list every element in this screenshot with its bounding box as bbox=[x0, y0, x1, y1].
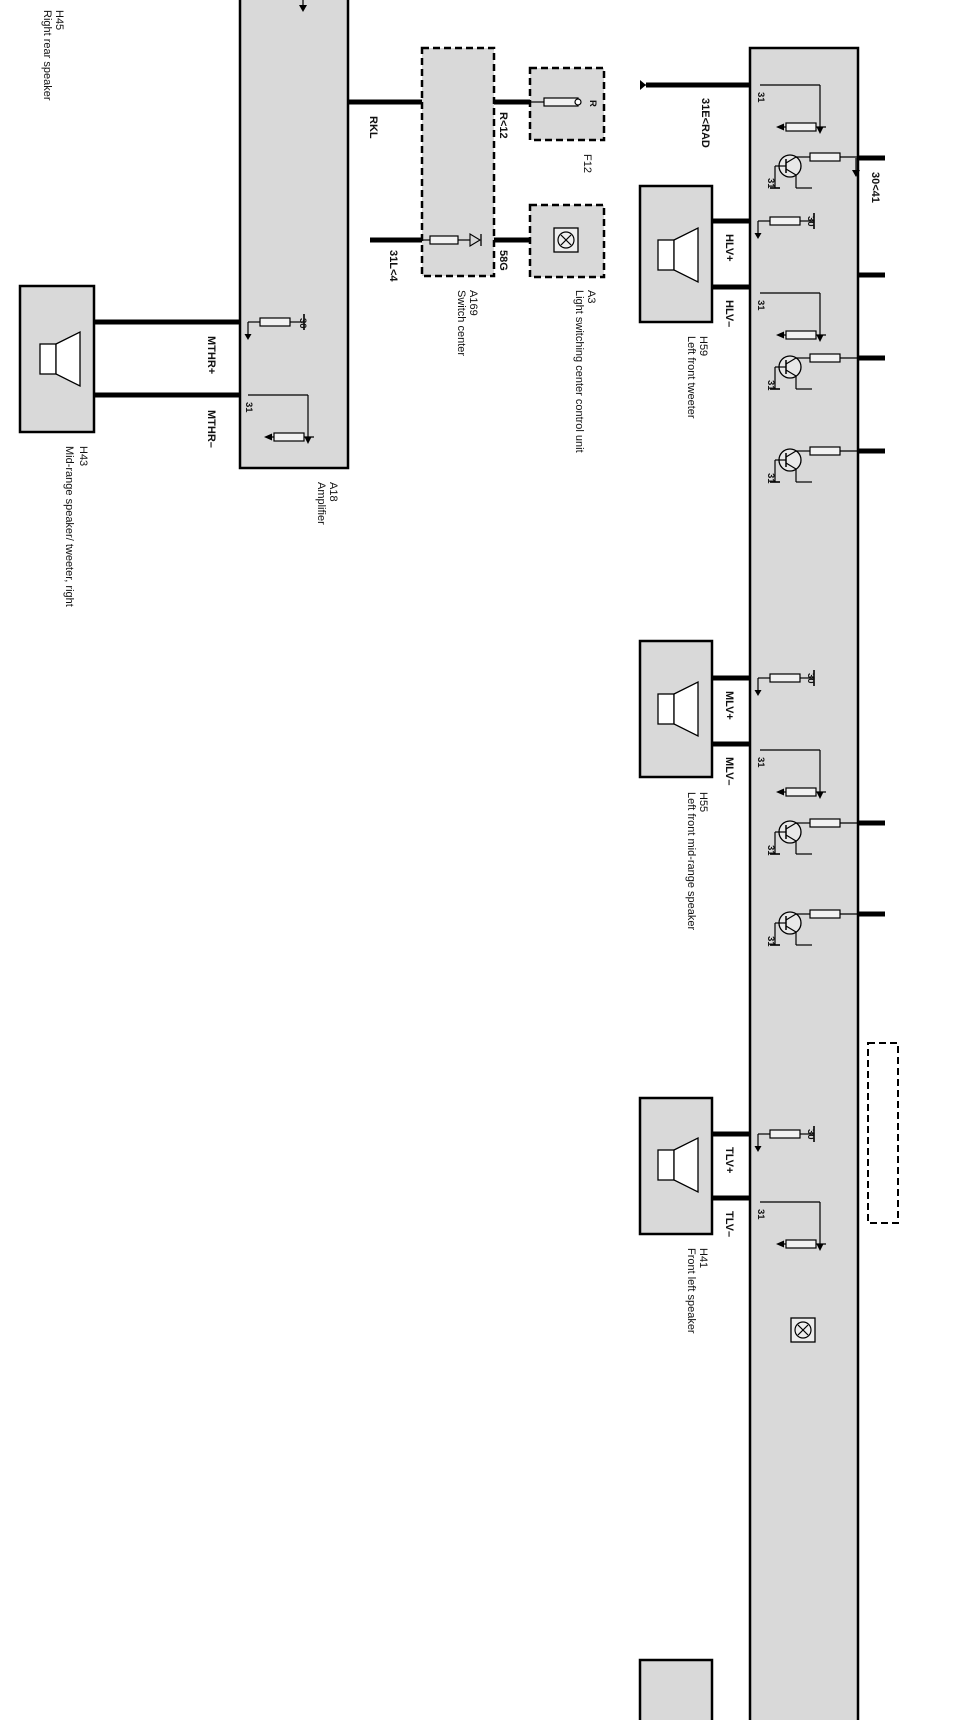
wire-label-31l4: 31L<4 bbox=[387, 250, 399, 282]
h45-id: H45 bbox=[53, 10, 65, 30]
a18-terminal-30-label: 30 bbox=[297, 318, 308, 329]
amplifier-a18-box bbox=[238, 0, 350, 470]
a169-id: A169 bbox=[467, 290, 479, 316]
hu-terminal-31-label: 31 bbox=[755, 1209, 766, 1220]
control-unit-icon bbox=[553, 227, 579, 253]
h55-name: Left front mid-range speaker bbox=[685, 792, 697, 931]
a3-name: Light switching center control unit bbox=[573, 290, 585, 453]
wire-label-31e-rad: 31E<RAD bbox=[699, 98, 711, 148]
h43-name: Mid-range speaker/ tweeter, right bbox=[63, 446, 75, 607]
transistor-ground-31: 31 bbox=[765, 178, 776, 189]
h41-id: H41 bbox=[697, 1248, 709, 1268]
a18-terminal-31-label: 31 bbox=[243, 402, 254, 413]
h59-id: H59 bbox=[697, 336, 709, 356]
h59-name: Left front tweeter bbox=[685, 336, 697, 419]
hu-terminal-30-label: 30 bbox=[805, 216, 816, 227]
sub-module-dashed bbox=[867, 1042, 899, 1224]
a3-id: A3 bbox=[585, 290, 597, 303]
h43-id: H43 bbox=[77, 446, 89, 466]
wire-label-r12: R<12 bbox=[497, 112, 509, 139]
speaker-h59-box bbox=[638, 184, 714, 324]
a169-name: Switch center bbox=[455, 290, 467, 356]
wire-label-30-41: 30<41 bbox=[869, 172, 881, 203]
wire-label-mlv-plus: MLV+ bbox=[723, 691, 735, 720]
h41-name: Front left speaker bbox=[685, 1248, 697, 1334]
wire-label-mthr-plus: MTHR+ bbox=[205, 336, 217, 374]
wire-label-mlv-minus: MLV– bbox=[723, 757, 735, 786]
hu-terminal-30-label: 30 bbox=[805, 1129, 816, 1140]
hu-terminal-30-label: 30 bbox=[805, 673, 816, 684]
h45-name: Right rear speaker bbox=[41, 10, 53, 101]
wire-label-hlv-minus: HLV– bbox=[723, 300, 735, 327]
wire-label-58g: 58G bbox=[497, 250, 509, 271]
transistor-ground-31: 31 bbox=[765, 845, 776, 856]
wire-label-rkl: RKL bbox=[367, 116, 379, 139]
fuse-pin-r: R bbox=[587, 100, 598, 107]
hu-terminal-31-label: 31 bbox=[755, 300, 766, 311]
a18-id: A18 bbox=[327, 482, 339, 502]
transistor-ground-31: 31 bbox=[765, 936, 776, 947]
wire-label-hlv-plus: HLV+ bbox=[723, 234, 735, 262]
svg-text:Right rear speaker: Right rear speaker bbox=[41, 10, 53, 101]
head-unit-box bbox=[748, 46, 860, 1720]
hu-terminal-31-label: 31 bbox=[755, 92, 766, 103]
f12-id: F12 bbox=[581, 154, 593, 173]
h55-id: H55 bbox=[697, 792, 709, 812]
wire-label-mthr-minus: MTHR– bbox=[205, 410, 217, 448]
wire-label-tlv-plus: TLV+ bbox=[723, 1147, 735, 1173]
hu-terminal-31-label: 31 bbox=[755, 757, 766, 768]
transistor-ground-31: 31 bbox=[765, 380, 776, 391]
a18-name: Amplifier bbox=[315, 482, 327, 525]
svg-text:H45: H45 bbox=[53, 10, 65, 30]
transistor-ground-31: 31 bbox=[765, 473, 776, 484]
wire-label-tlv-minus: TLV– bbox=[723, 1211, 735, 1237]
display-icon bbox=[790, 1317, 816, 1343]
